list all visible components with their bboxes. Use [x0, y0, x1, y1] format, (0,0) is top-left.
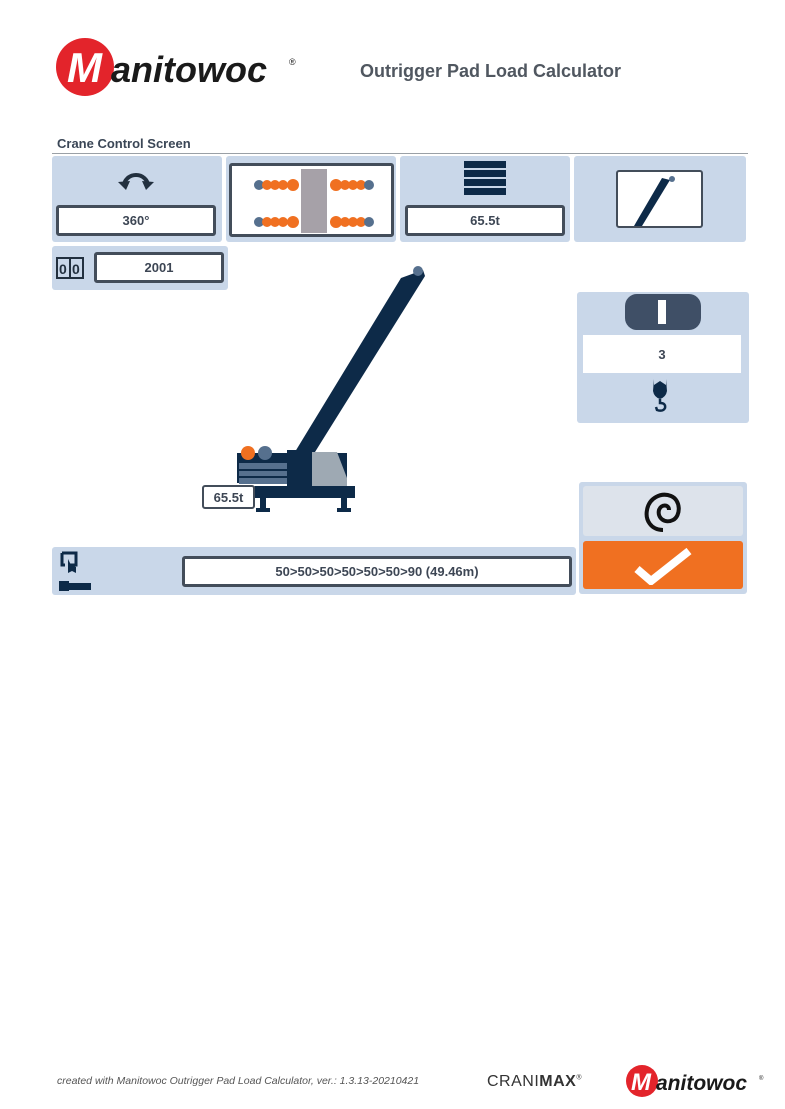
- checkmark-icon: [634, 547, 692, 585]
- cranimax-logo: CRANIMAX®: [487, 1073, 583, 1090]
- svg-text:®: ®: [289, 57, 296, 67]
- footer-version-text: created with Manitowoc Outrigger Pad Loa…: [57, 1075, 420, 1087]
- toggle-bar-icon: [658, 300, 666, 324]
- actions-panel: [579, 482, 747, 594]
- boom-config-panel[interactable]: 50>50>50>50>50>50>90 (49.46m): [52, 547, 576, 595]
- slew-panel[interactable]: 360°: [52, 156, 222, 242]
- svg-text:M: M: [67, 44, 103, 91]
- config-value[interactable]: 2001: [94, 252, 224, 283]
- divider: [52, 153, 748, 154]
- reeving-value[interactable]: 3: [583, 335, 741, 373]
- confirm-button[interactable]: [583, 541, 743, 589]
- svg-text:0: 0: [72, 261, 80, 277]
- boom-angle-panel[interactable]: [574, 156, 746, 242]
- section-title: Crane Control Screen: [57, 136, 191, 151]
- counterweight-stack-icon: [464, 161, 506, 195]
- crane-diagram: [237, 266, 425, 512]
- outrigger-layout-box[interactable]: [229, 163, 394, 237]
- crane-counterweight-label: 65.5t: [202, 485, 255, 509]
- page-title: Outrigger Pad Load Calculator: [360, 61, 622, 81]
- cranimax-logo-b: MAX: [539, 1073, 577, 1090]
- reeving-panel[interactable]: 3: [577, 292, 749, 423]
- reeving-toggle[interactable]: [625, 294, 701, 330]
- boom-config-value[interactable]: 50>50>50>50>50>50>90 (49.46m): [182, 556, 572, 587]
- boom-angle-box[interactable]: [616, 170, 703, 228]
- hook-block-icon: [653, 379, 667, 412]
- svg-text:anitowoc: anitowoc: [656, 1072, 747, 1095]
- svg-text:anitowoc: anitowoc: [111, 49, 267, 90]
- counterweight-panel[interactable]: 65.5t: [400, 156, 570, 242]
- counterweight-value[interactable]: 65.5t: [405, 205, 565, 236]
- boom-telescope-icon: [59, 551, 91, 591]
- spiral-reset-icon: [644, 492, 681, 532]
- outrigger-panel[interactable]: [226, 156, 396, 242]
- manitowoc-logo: M anitowoc ®: [55, 37, 305, 97]
- reset-button[interactable]: [583, 486, 743, 536]
- slew-value[interactable]: 360°: [56, 205, 216, 236]
- boom: [287, 270, 425, 468]
- cranimax-logo-a: CRANI: [487, 1073, 540, 1090]
- footer-manitowoc-logo: M anitowoc ®: [625, 1064, 770, 1103]
- outrigger-layout-icon: [253, 169, 374, 233]
- boom-tip: [413, 266, 423, 276]
- slew-rotation-icon: [118, 173, 154, 190]
- svg-text:®: ®: [759, 1075, 764, 1082]
- svg-text:M: M: [631, 1069, 652, 1096]
- boom-angle-icon: [633, 176, 675, 226]
- svg-text:0: 0: [59, 261, 67, 277]
